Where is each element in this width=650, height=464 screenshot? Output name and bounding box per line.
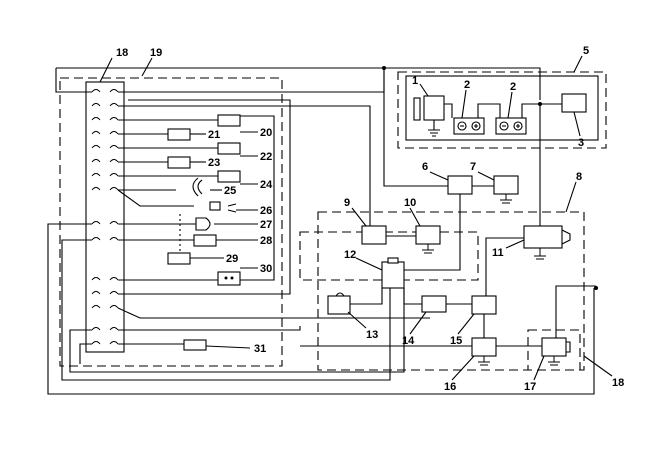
callout-2a: 2	[464, 79, 470, 91]
component-1	[413, 95, 445, 137]
enclosure-4	[397, 71, 607, 149]
callout-30: 30	[260, 263, 272, 275]
callout-6: 7	[470, 161, 476, 173]
component-29	[167, 252, 191, 265]
component-30-outlet	[217, 271, 241, 286]
wire-10-14	[485, 237, 524, 296]
component-10-starter	[523, 225, 571, 260]
callout-22: 22	[260, 151, 272, 163]
component-16	[541, 337, 571, 366]
wire-5-11	[400, 194, 461, 271]
batt-wire-c	[521, 103, 562, 118]
battery-2a	[453, 117, 485, 135]
callout-17: 18	[612, 377, 624, 389]
component-3	[561, 93, 587, 113]
callout-3: 3	[578, 137, 584, 149]
battery-2b	[495, 117, 527, 135]
component-13	[421, 295, 447, 313]
wire-12-11	[350, 288, 383, 305]
callout-9: 10	[404, 197, 416, 209]
callout-7: 8	[576, 171, 582, 183]
enclosure-16	[527, 329, 581, 371]
callout-1: 1	[412, 75, 418, 87]
callout-21: 21	[208, 129, 220, 141]
callout-16: 17	[524, 381, 536, 393]
component-31	[183, 339, 207, 351]
wire-11-13	[403, 288, 422, 305]
enclosure-7	[317, 211, 585, 371]
wire-16	[555, 285, 596, 338]
panel-wires	[47, 66, 595, 395]
callout-4: 5	[583, 45, 589, 57]
component-26-light	[209, 201, 237, 213]
callout-25: 25	[224, 185, 236, 197]
callout-18: 18	[116, 47, 128, 59]
callout-14: 15	[450, 335, 462, 347]
batt-wire-a	[444, 103, 453, 118]
component-11-switch	[381, 257, 405, 289]
callout-31: 31	[254, 343, 266, 355]
callout-29: 29	[226, 253, 238, 265]
callout-10: 11	[492, 247, 504, 259]
callout-12: 13	[366, 329, 378, 341]
enclosure-19	[59, 77, 283, 367]
callout-labels: 18 19 5 1 2 2 3 6 7 8 9 10 11 12 13 14 1…	[116, 45, 624, 393]
component-20	[217, 114, 241, 127]
component-25-horn	[192, 177, 203, 197]
component-15	[471, 337, 497, 366]
component-6	[493, 175, 519, 204]
fuse-symbols	[91, 89, 119, 345]
component-8	[361, 225, 387, 245]
component-12	[327, 292, 351, 315]
callout-19: 19	[150, 47, 162, 59]
callout-27: 27	[260, 219, 272, 231]
component-14	[471, 295, 497, 315]
component-27-lamp	[195, 217, 211, 231]
component-9	[415, 225, 441, 254]
callout-15: 16	[444, 381, 456, 393]
callout-5: 6	[422, 161, 428, 173]
batt-wire-b	[477, 103, 501, 118]
component-28	[193, 234, 217, 247]
callout-8: 9	[344, 197, 350, 209]
battery-box	[405, 75, 599, 141]
callout-28: 28	[260, 235, 272, 247]
component-23	[167, 156, 191, 169]
component-5	[447, 175, 473, 195]
callout-13: 14	[402, 335, 415, 347]
leader-lines	[99, 55, 613, 381]
callout-26: 26	[260, 205, 272, 217]
callout-11: 12	[344, 249, 356, 261]
callout-2b: 2	[510, 81, 516, 93]
component-24	[217, 170, 241, 183]
component-22	[217, 142, 241, 155]
callout-24: 24	[260, 179, 273, 191]
fuse-panel	[85, 81, 125, 353]
component-21	[167, 128, 191, 141]
callout-20: 20	[260, 127, 272, 139]
callout-23: 23	[208, 157, 220, 169]
